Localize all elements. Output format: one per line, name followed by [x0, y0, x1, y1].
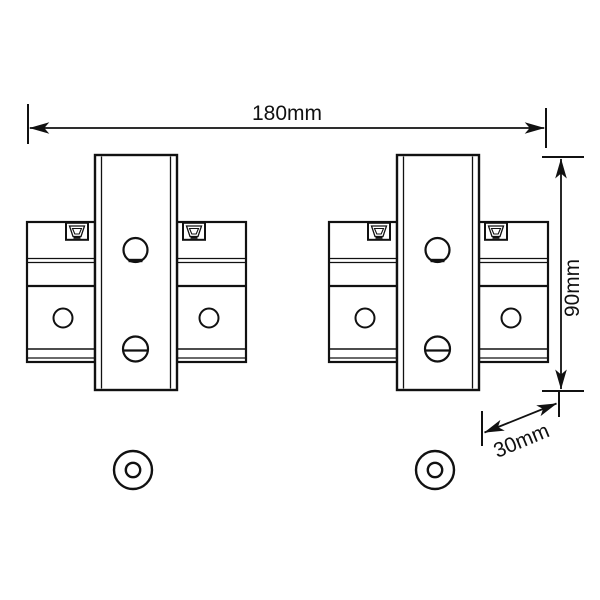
- dimension-height: 90mm: [542, 156, 584, 392]
- dimension-height-label: 90mm: [561, 259, 584, 317]
- dimension-width: 180mm: [27, 102, 547, 148]
- connector-left: [25, 153, 248, 491]
- dimension-depth: 30mm: [481, 391, 560, 463]
- dimension-width-label: 180mm: [252, 102, 322, 125]
- dimension-depth-arrow: [484, 402, 557, 434]
